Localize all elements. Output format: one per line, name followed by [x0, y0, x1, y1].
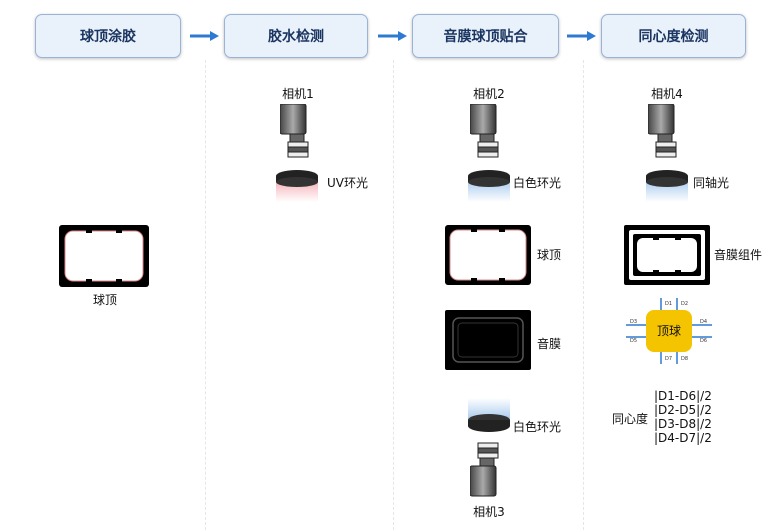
step-diaphragm-dome-bonding: 音膜球顶贴合 [412, 14, 559, 58]
concentricity-formulas: |D1-D6|/2 |D2-D5|/2 |D3-D8|/2 |D4-D7|/2 [654, 389, 712, 445]
camera-1-icon [280, 104, 309, 158]
diaphragm-assembly-label: 音膜组件 [714, 248, 763, 262]
d-label: D3 [630, 319, 637, 325]
concentricity-diagram: 顶球 D1 D2 D3 D4 D5 D6 D7 D8 [626, 298, 712, 364]
formula-4: |D4-D7|/2 [654, 431, 712, 445]
camera-2-label: 相机2 [473, 87, 505, 101]
white-ring-light-top-icon [468, 170, 510, 202]
d-label: D8 [681, 356, 688, 362]
d-label: D1 [665, 301, 672, 307]
dome-part-label: 球顶 [92, 293, 118, 307]
step-concentricity-inspection: 同心度检测 [601, 14, 746, 58]
d-label: D4 [700, 319, 707, 325]
d-label: D7 [665, 356, 672, 362]
formula-3: |D3-D8|/2 [654, 417, 712, 431]
formula-1: |D1-D6|/2 [654, 389, 712, 403]
flow-arrow-icon [190, 31, 219, 41]
dome-part-label: 球顶 [537, 248, 562, 262]
d-label: D5 [630, 338, 637, 344]
flow-arrow-icon [567, 31, 596, 41]
column-separator [205, 60, 206, 530]
camera-3-icon [470, 442, 499, 497]
coaxial-light-icon [646, 170, 688, 202]
step-dome-gluing: 球顶涂胶 [35, 14, 181, 58]
white-ring-light-top-label: 白色环光 [513, 176, 562, 190]
d-label: D2 [681, 301, 688, 307]
diaphragm-part-icon [445, 310, 531, 370]
d-label: D6 [700, 338, 707, 344]
step-glue-inspection: 胶水检测 [224, 14, 368, 58]
camera-2-icon [470, 104, 499, 158]
camera-4-icon [648, 104, 677, 158]
coaxial-light-label: 同轴光 [693, 176, 730, 190]
white-ring-light-bottom-label: 白色环光 [513, 420, 562, 434]
column-separator [393, 60, 394, 530]
diaphragm-assembly-icon [624, 225, 710, 285]
uv-ring-light-label: UV环光 [327, 176, 368, 190]
concentricity-label: 同心度 [612, 412, 649, 426]
formula-2: |D2-D5|/2 [654, 403, 712, 417]
white-ring-light-bottom-icon [468, 398, 510, 432]
dome-part-icon [445, 225, 531, 285]
camera-4-label: 相机4 [651, 87, 683, 101]
column-separator [583, 60, 584, 530]
uv-ring-light-icon [276, 170, 318, 202]
flow-arrow-icon [378, 31, 407, 41]
camera-1-label: 相机1 [282, 87, 314, 101]
camera-3-label: 相机3 [473, 505, 505, 519]
dome-center-label: 顶球 [657, 324, 681, 338]
diaphragm-part-label: 音膜 [537, 337, 562, 351]
dome-part-icon [59, 225, 149, 287]
